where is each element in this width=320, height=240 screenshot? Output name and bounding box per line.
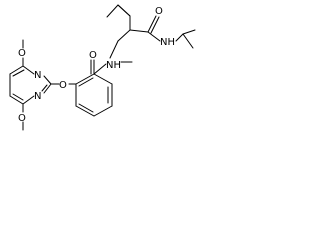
atom-o-methoxy-lower: O [18,113,26,124]
bond [106,4,119,18]
bond [182,29,196,35]
bond [78,103,94,113]
bond [12,69,25,77]
bond [93,73,113,85]
bond [93,105,113,117]
bond [43,83,52,94]
bond [9,65,24,75]
bond [43,75,52,85]
bond [182,33,194,49]
bond [12,93,24,101]
atom-nh-center: NH [106,60,121,71]
atom-labels: O NH O NH N N O O O [18,6,175,124]
bond [117,29,131,42]
atom-o-ether: O [59,80,67,91]
bond [75,73,95,85]
bond [9,95,24,105]
bond [93,63,107,75]
bonds [9,4,196,131]
bond [129,29,149,33]
atom-o-methoxy-upper: O [18,48,26,59]
bond [147,15,157,33]
bond [109,40,119,59]
atom-o-top: O [155,6,163,17]
atom-o-left: O [89,50,97,61]
bond [147,31,161,42]
bond [22,95,35,105]
bond [175,33,184,42]
bond [78,77,94,87]
chemical-structure: O NH O NH N N O O O [9,4,196,131]
atom-n-lower: N [34,91,41,102]
bond [117,4,131,17]
bond [150,16,160,34]
bond [41,84,48,92]
bond [75,105,95,117]
bond [22,65,35,75]
atom-nh-right: NH [160,37,175,48]
atom-n-upper: N [34,70,41,81]
